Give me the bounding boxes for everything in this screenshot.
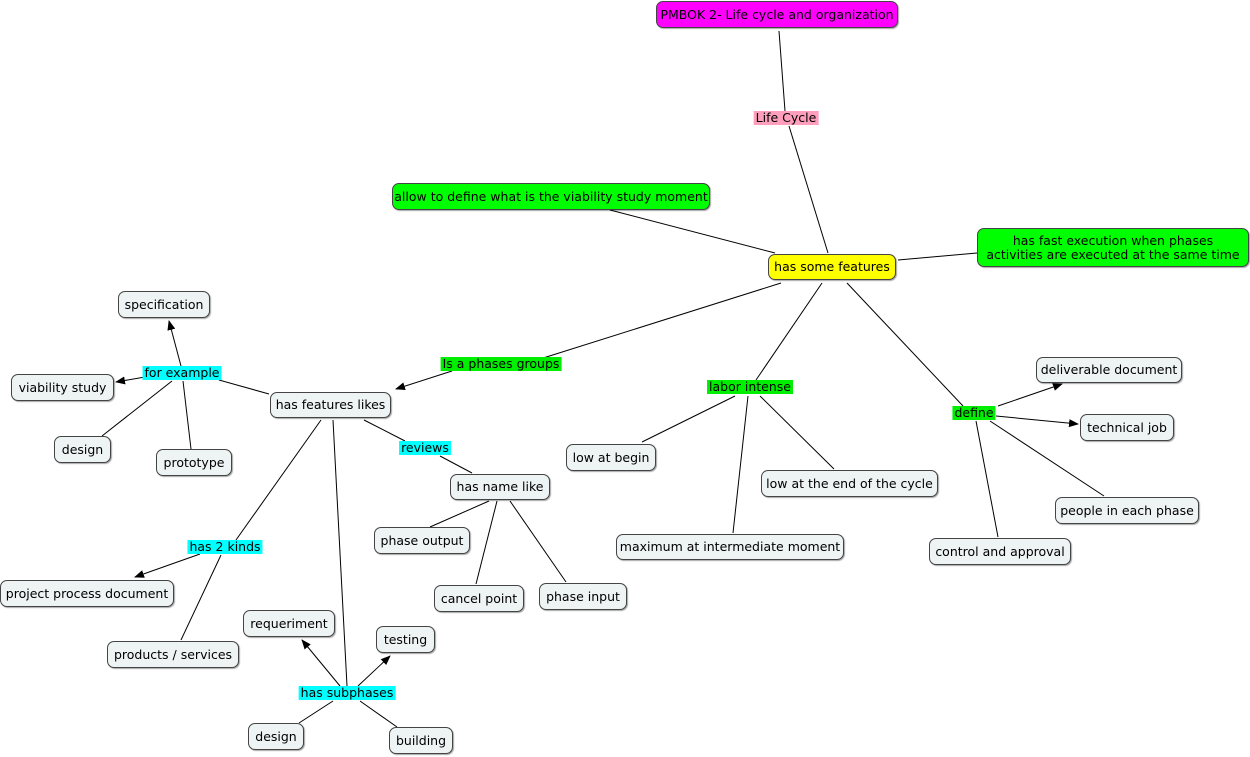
concept-maximum-intermediate[interactable]: maximum at intermediate moment — [616, 534, 844, 560]
line-features-to-phasesgroups — [539, 282, 782, 360]
concept-project-process-document[interactable]: project process document — [0, 580, 174, 607]
line-reviews-to-hasnamelike — [439, 455, 473, 474]
line-forexample-to-viability — [115, 376, 146, 385]
line-labor-to-lowend — [759, 395, 835, 470]
link-label-reviews: reviews — [399, 440, 451, 455]
concept-deliverable-document[interactable]: deliverable document — [1036, 357, 1182, 383]
line-labor-to-maximum — [732, 395, 749, 534]
concept-phase-input[interactable]: phase input — [539, 583, 627, 610]
line-phasesgroups-to-featureslikes — [395, 370, 453, 391]
line-define-to-deliverable — [997, 383, 1063, 407]
line-lifecycle-to-features — [788, 125, 829, 254]
concept-products-services[interactable]: products / services — [107, 641, 239, 668]
line-has2kinds-to-projectprocess — [134, 553, 201, 578]
line-features-to-define — [846, 282, 964, 407]
concept-testing[interactable]: testing — [376, 626, 435, 653]
line-fast-note — [897, 252, 978, 261]
line-featureslikes-to-reviews — [363, 419, 406, 442]
line-forexample-to-prototype — [182, 380, 192, 450]
concept-viability-study[interactable]: viability study — [11, 374, 114, 401]
link-label-for-example: for example — [142, 365, 222, 380]
line-hasnamelike-to-cancel — [475, 500, 498, 585]
concept-has-some-features[interactable]: has some features — [768, 254, 896, 280]
concept-control-approval[interactable]: control and approval — [929, 538, 1071, 565]
link-label-phases-groups: Is a phases groups — [440, 356, 562, 371]
line-hassubphases-to-testing — [357, 655, 391, 687]
concept-phase-output[interactable]: phase output — [374, 527, 470, 554]
concept-design-example[interactable]: design — [54, 436, 111, 463]
line-hasnamelike-to-phaseinput — [509, 500, 567, 583]
concept-low-at-end[interactable]: low at the end of the cycle — [761, 470, 938, 497]
line-define-to-technical — [995, 415, 1079, 428]
line-hassubphases-to-building — [359, 700, 398, 728]
line-labor-to-lowbegin — [641, 395, 736, 443]
line-hasnamelike-to-phaseoutput — [429, 500, 490, 528]
line-root-to-lifecycle — [778, 30, 786, 112]
line-hassubphases-to-requeriment — [301, 639, 341, 687]
concept-requeriment[interactable]: requeriment — [243, 610, 335, 637]
line-has2kinds-to-products — [180, 554, 222, 641]
line-define-to-control — [975, 420, 999, 538]
line-forexample-to-specification — [167, 320, 182, 367]
concept-prototype[interactable]: prototype — [156, 449, 232, 476]
concept-has-name-like[interactable]: has name like — [450, 474, 550, 500]
line-featureslikes-to-has2kinds — [235, 419, 322, 541]
line-featureslikes-to-hassubphases — [332, 419, 348, 687]
line-hassubphases-to-design — [298, 700, 334, 724]
concept-technical-job[interactable]: technical job — [1080, 414, 1174, 441]
concept-design-subphase[interactable]: design — [248, 723, 304, 750]
concept-low-at-begin[interactable]: low at begin — [566, 444, 656, 471]
line-forexample-to-design — [101, 380, 173, 437]
concept-cancel-point[interactable]: cancel point — [434, 585, 524, 612]
line-viability-note — [609, 209, 776, 254]
concept-specification[interactable]: specification — [118, 291, 210, 318]
concept-building[interactable]: building — [389, 727, 453, 754]
link-label-has-2-kinds: has 2 kinds — [187, 539, 263, 554]
line-features-to-laborintense — [755, 282, 823, 381]
concept-fast-execution-note[interactable]: has fast execution when phases activitie… — [977, 228, 1249, 267]
link-label-labor-intense: labor intense — [707, 379, 793, 394]
root-concept[interactable]: PMBOK 2- Life cycle and organization — [656, 1, 898, 28]
link-label-life-cycle: Life Cycle — [753, 110, 819, 125]
link-label-define: define — [952, 405, 996, 420]
line-define-to-people — [989, 420, 1105, 497]
link-label-has-subphases: has subphases — [298, 685, 396, 700]
concept-has-features-likes[interactable]: has features likes — [270, 392, 391, 418]
concept-viability-note[interactable]: allow to define what is the viability st… — [392, 183, 710, 210]
line-featureslikes-to-forexample — [218, 379, 270, 395]
concept-people-each-phase[interactable]: people in each phase — [1055, 497, 1199, 524]
